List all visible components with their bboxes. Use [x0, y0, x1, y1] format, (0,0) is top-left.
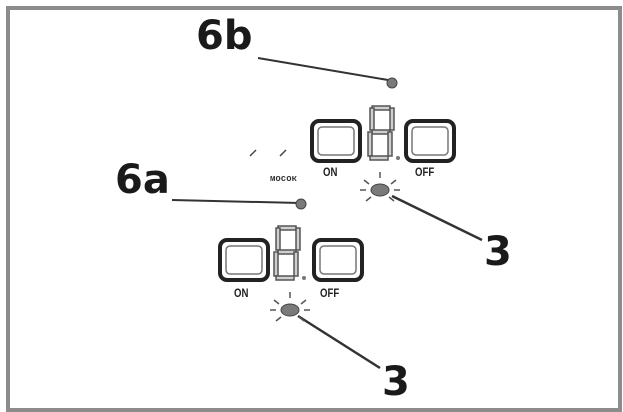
- leader-line-6a: [171, 199, 301, 204]
- upper-on-button: [310, 119, 362, 163]
- diagram-frame: [6, 6, 622, 412]
- upper-led-icon: [360, 172, 400, 202]
- indicator-dot-6a: [295, 198, 307, 210]
- upper-off-label: OFF: [415, 165, 435, 179]
- tick-marks: [249, 149, 287, 157]
- leader-line-6b: [257, 57, 389, 81]
- lower-on-button: [218, 238, 270, 282]
- callout-6b: 6b: [196, 13, 253, 59]
- lower-on-label: ON: [234, 286, 249, 300]
- callout-6a: 6a: [115, 157, 170, 203]
- lower-off-label: OFF: [320, 286, 340, 300]
- upper-on-label: ON: [323, 165, 338, 179]
- upper-off-button: [404, 119, 456, 163]
- upper-digit-display: [367, 105, 395, 161]
- callout-3-upper: 3: [484, 229, 512, 275]
- leader-line-3-lower: [297, 314, 381, 370]
- lower-digit-display: [273, 225, 301, 281]
- leader-line-3-upper: [391, 194, 483, 242]
- lower-led-icon: [270, 292, 310, 322]
- indicator-dot-6b: [386, 77, 398, 89]
- lower-off-button: [312, 238, 364, 282]
- callout-3-lower: 3: [382, 359, 410, 405]
- upper-tiny-text: мосок: [270, 174, 298, 184]
